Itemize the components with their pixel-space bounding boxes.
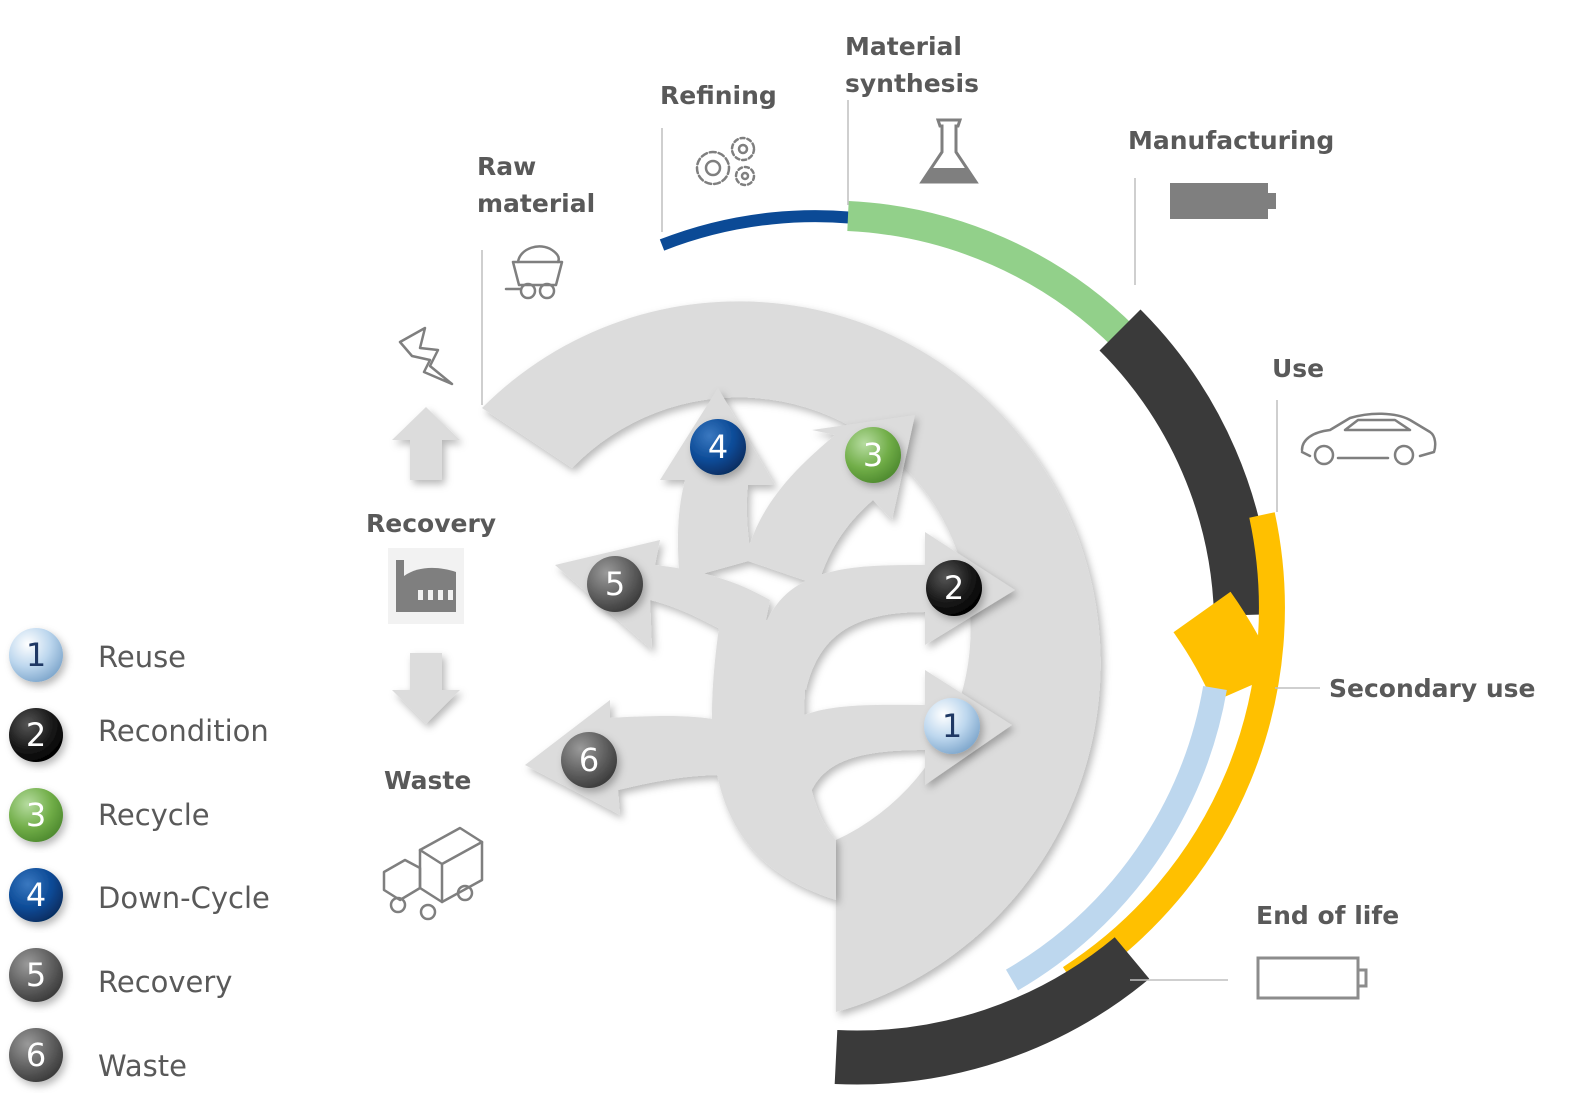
manufacturing-label: Manufacturing xyxy=(1128,126,1334,155)
badge-2: 2 xyxy=(926,560,982,616)
tree-badges: 1 2 3 4 5 6 xyxy=(561,419,982,788)
car-icon xyxy=(1300,412,1437,466)
lifecycle-ring xyxy=(482,301,1101,1012)
branch-down-cycle xyxy=(660,388,775,580)
legend-item-waste: 6 Waste xyxy=(9,1028,187,1083)
legend-swatch-down-cycle xyxy=(9,868,63,922)
svg-text:2: 2 xyxy=(26,716,46,754)
legend-label-recovery: Recovery xyxy=(98,965,232,999)
legend-swatch-recycle xyxy=(9,788,63,842)
leader-lines xyxy=(481,100,1320,981)
use-label: Use xyxy=(1272,354,1324,383)
svg-text:4: 4 xyxy=(26,876,46,914)
badge-3: 3 xyxy=(845,427,901,483)
badge-6: 6 xyxy=(561,732,617,788)
legend-label-waste: Waste xyxy=(98,1049,187,1083)
legend-swatch-recovery xyxy=(9,948,63,1002)
svg-text:4: 4 xyxy=(708,428,728,466)
end-of-life-band xyxy=(834,937,1150,1085)
use-band xyxy=(1062,512,1285,989)
down-arrow-icon xyxy=(392,653,460,724)
material-synthesis-label-line2: synthesis xyxy=(845,69,979,98)
secondary-use-label: Secondary use xyxy=(1329,674,1535,703)
legend-item-recycle: 3 Recycle xyxy=(9,788,210,842)
legend: 1 Reuse 2 Recondition 3 Recycle 4 Down-C… xyxy=(9,628,270,1083)
battery-full-icon xyxy=(1170,183,1276,219)
legend-label-recondition: Recondition xyxy=(98,714,269,748)
legend-label-down-cycle: Down-Cycle xyxy=(98,881,270,915)
manufacturing-band xyxy=(1099,309,1272,617)
flask-icon xyxy=(919,118,979,184)
ring-body xyxy=(482,301,1101,1012)
truck-icon xyxy=(382,826,484,921)
svg-text:3: 3 xyxy=(26,796,46,834)
battery-empty-icon xyxy=(1256,956,1368,1000)
badge-1: 1 xyxy=(924,698,980,754)
legend-swatch-reuse xyxy=(9,628,63,682)
factory-icon xyxy=(388,548,464,624)
raw-material-label-line1: Raw xyxy=(477,152,536,181)
synthesis-band xyxy=(847,201,1136,349)
legend-swatch-waste xyxy=(9,1028,63,1082)
refining-label: Refining xyxy=(660,81,777,110)
svg-text:5: 5 xyxy=(605,565,625,603)
lightning-icon xyxy=(398,326,454,386)
legend-item-down-cycle: 4 Down-Cycle xyxy=(9,868,270,922)
mine-cart-icon xyxy=(504,245,564,300)
svg-text:6: 6 xyxy=(579,741,599,779)
legend-item-reuse: 1 Reuse xyxy=(9,628,186,682)
recovery-label: Recovery xyxy=(366,509,496,538)
badge-5: 5 xyxy=(587,556,643,612)
material-synthesis-label-line1: Material xyxy=(845,32,962,61)
svg-text:3: 3 xyxy=(863,436,883,474)
legend-label-recycle: Recycle xyxy=(98,798,210,832)
svg-text:2: 2 xyxy=(944,569,964,607)
reuse-band xyxy=(1005,685,1227,991)
legend-item-recondition: 2 Recondition xyxy=(9,708,269,762)
legend-label-reuse: Reuse xyxy=(98,640,186,674)
stage-bands xyxy=(659,201,1285,1085)
gears-icon xyxy=(695,136,756,187)
svg-text:6: 6 xyxy=(26,1036,46,1074)
up-arrow-icon xyxy=(392,407,460,480)
svg-text:1: 1 xyxy=(942,707,962,745)
raw-material-label-line2: material xyxy=(477,189,595,218)
secondary-use-band xyxy=(1173,591,1278,703)
svg-text:5: 5 xyxy=(26,956,46,994)
badge-4: 4 xyxy=(690,419,746,475)
waste-label: Waste xyxy=(384,766,471,795)
legend-swatch-recondition xyxy=(9,708,63,762)
end-of-life-label: End of life xyxy=(1256,901,1399,930)
legend-item-recovery: 5 Recovery xyxy=(9,948,232,1002)
branch-waste xyxy=(525,700,725,815)
stage-labels: Raw material Refining Material synthesis… xyxy=(366,32,1535,930)
svg-text:1: 1 xyxy=(26,636,46,674)
